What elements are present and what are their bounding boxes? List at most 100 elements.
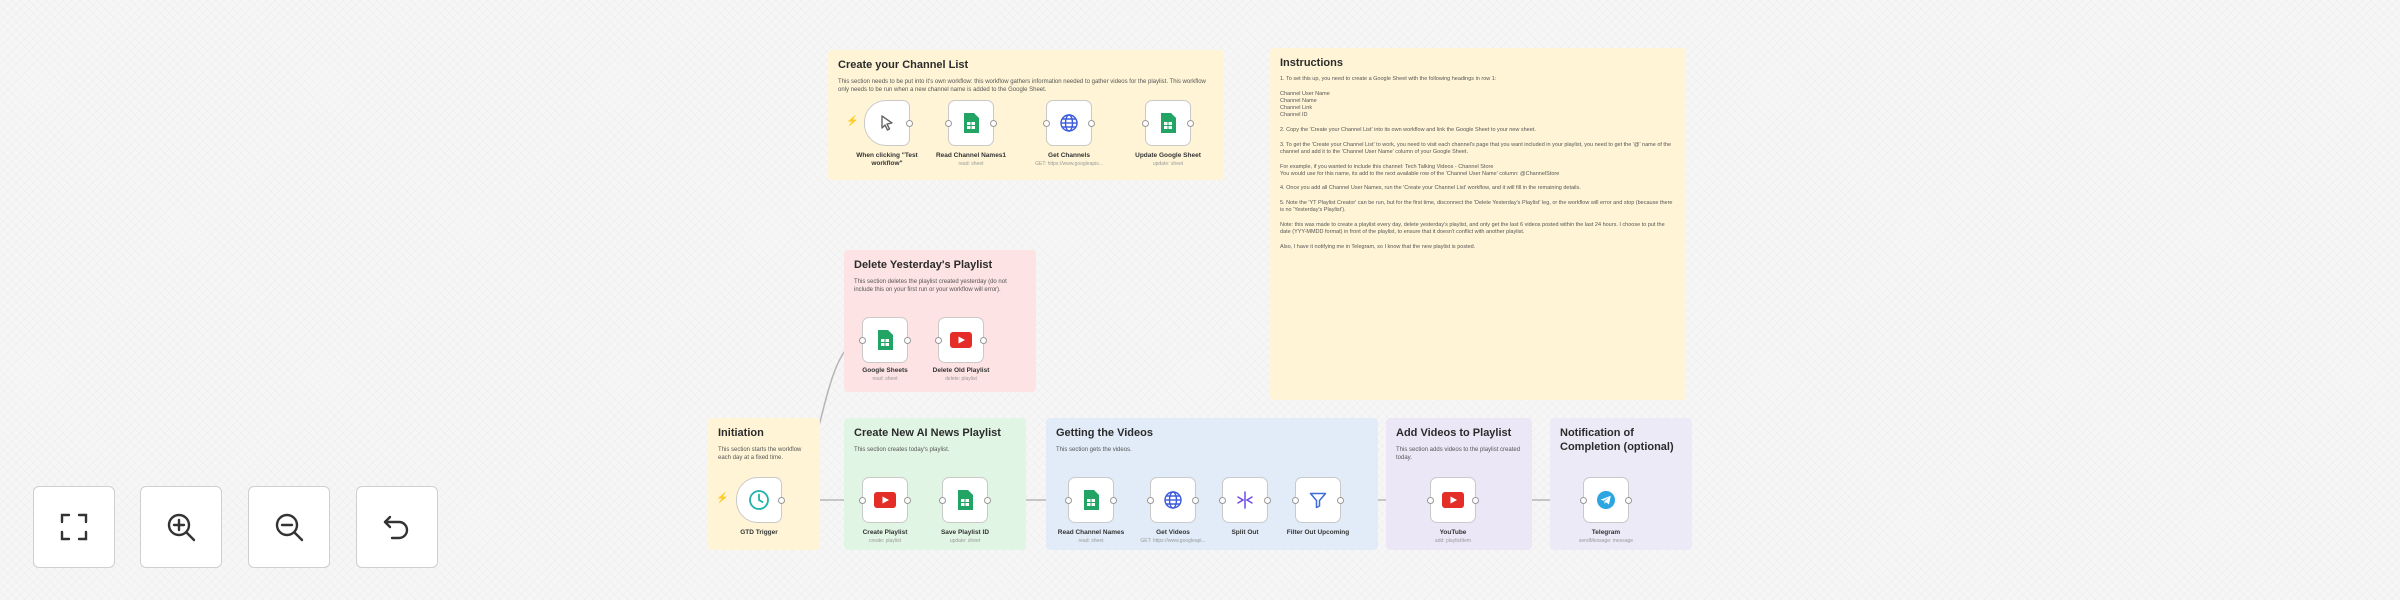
sheets-icon xyxy=(878,330,893,350)
sheets-icon xyxy=(1084,490,1099,510)
undo-button[interactable] xyxy=(356,486,438,568)
output-port[interactable] xyxy=(1264,497,1271,504)
output-port[interactable] xyxy=(984,497,991,504)
filter-icon xyxy=(1309,492,1327,509)
input-port[interactable] xyxy=(1427,497,1434,504)
output-port[interactable] xyxy=(980,337,987,344)
fit-view-button[interactable] xyxy=(33,486,115,568)
node-split-out[interactable] xyxy=(1219,477,1271,523)
node-label: Split Out xyxy=(1231,529,1259,536)
output-port[interactable] xyxy=(1110,497,1117,504)
sticky-body: This section gets the videos. xyxy=(1056,447,1132,453)
output-port[interactable] xyxy=(1472,497,1479,504)
sticky-title: Instructions xyxy=(1280,57,1343,69)
sheets-icon xyxy=(1161,113,1176,133)
input-port[interactable] xyxy=(859,497,866,504)
node-telegram[interactable] xyxy=(1580,477,1632,523)
node-filter-out-upcoming[interactable] xyxy=(1292,477,1344,523)
node-google-sheets[interactable] xyxy=(859,317,911,363)
node-create-playlist[interactable] xyxy=(859,477,911,523)
input-port[interactable] xyxy=(1142,120,1149,127)
sticky-title: Create New AI News Playlist xyxy=(854,427,1001,439)
sticky-title: Delete Yesterday's Playlist xyxy=(854,259,993,271)
node-label: Get Videos xyxy=(1156,529,1190,536)
sticky-title: Notification of Completion (optional) xyxy=(1560,427,1674,453)
node-subtitle: add: playlistItem xyxy=(1434,538,1472,544)
youtube-icon xyxy=(950,332,972,348)
output-port[interactable] xyxy=(1088,120,1095,127)
fit-view-icon xyxy=(60,513,88,541)
node-label: Telegram xyxy=(1591,529,1621,536)
output-port[interactable] xyxy=(904,337,911,344)
sticky-body: This section needs to be put into it's o… xyxy=(838,79,1206,93)
node-read-channel-names[interactable] xyxy=(1065,477,1117,523)
node-subtitle: read: sheet xyxy=(1078,538,1104,544)
zoom-in-button[interactable] xyxy=(140,486,222,568)
node-label: When clicking "Test workflow" xyxy=(856,152,918,167)
output-port[interactable] xyxy=(1337,497,1344,504)
node-get-channels[interactable] xyxy=(1043,100,1095,146)
output-port[interactable] xyxy=(1187,120,1194,127)
node-get-videos[interactable] xyxy=(1147,477,1199,523)
node-subtitle: delete: playlist xyxy=(945,376,977,382)
node-update-google-sheet[interactable] xyxy=(1142,100,1194,146)
output-port[interactable] xyxy=(1192,497,1199,504)
node-label: Read Channel Names1 xyxy=(935,152,1007,159)
sticky-body: This section creates today's playlist. xyxy=(854,447,950,453)
globe-icon xyxy=(1164,491,1182,509)
node-subtitle: create: playlist xyxy=(869,538,901,544)
cursor-icon xyxy=(881,115,893,131)
node-read-channel-names-1[interactable] xyxy=(945,100,997,146)
node-label: YouTube xyxy=(1439,529,1467,536)
node-gtd-trigger[interactable] xyxy=(736,477,785,523)
output-port[interactable] xyxy=(906,120,913,127)
node-manual-trigger[interactable] xyxy=(864,100,913,146)
node-subtitle: update: sheet xyxy=(949,538,981,544)
split-icon xyxy=(1237,491,1253,509)
youtube-icon xyxy=(874,492,896,508)
zoom-in-icon xyxy=(167,513,196,542)
input-port[interactable] xyxy=(1580,497,1587,504)
node-label: Google Sheets xyxy=(862,367,908,374)
node-label: GTD Trigger xyxy=(740,529,778,536)
node-label: Read Channel Names xyxy=(1057,529,1125,536)
sticky-body: This section starts the workflow each da… xyxy=(718,447,802,461)
clock-icon xyxy=(749,490,769,510)
input-port[interactable] xyxy=(935,337,942,344)
sticky-title: Getting the Videos xyxy=(1056,427,1153,439)
zoom-out-button[interactable] xyxy=(248,486,330,568)
input-port[interactable] xyxy=(1292,497,1299,504)
input-port[interactable] xyxy=(939,497,946,504)
output-port[interactable] xyxy=(1625,497,1632,504)
sticky-body: 1. To set this up, you need to create a … xyxy=(1280,76,1673,250)
node-save-playlist-id[interactable] xyxy=(939,477,991,523)
node-label: Filter Out Upcoming xyxy=(1286,529,1350,536)
output-port[interactable] xyxy=(990,120,997,127)
node-label: Update Google Sheet xyxy=(1135,152,1201,159)
output-port[interactable] xyxy=(904,497,911,504)
output-port[interactable] xyxy=(778,497,785,504)
input-port[interactable] xyxy=(1147,497,1154,504)
node-label: Delete Old Playlist xyxy=(932,367,990,374)
sticky-instructions[interactable]: Instructions 1. To set this up, you need… xyxy=(1270,48,1686,400)
input-port[interactable] xyxy=(945,120,952,127)
node-subtitle: read: sheet xyxy=(958,161,984,167)
node-youtube[interactable] xyxy=(1427,477,1479,523)
sticky-body: This section deletes the playlist create… xyxy=(854,279,1007,293)
sheets-icon xyxy=(964,113,979,133)
node-subtitle: GET: https://www.googleapi... xyxy=(1140,538,1206,544)
undo-icon xyxy=(383,515,409,540)
trigger-bolt-icon: ⚡ xyxy=(846,116,859,127)
node-label: Get Channels xyxy=(1048,152,1090,159)
node-subtitle: update: sheet xyxy=(1152,161,1184,167)
input-port[interactable] xyxy=(1043,120,1050,127)
sheets-icon xyxy=(958,490,973,510)
node-subtitle: GET: https://www.googleapis... xyxy=(1035,161,1103,167)
node-label: Save Playlist ID xyxy=(940,529,990,536)
input-port[interactable] xyxy=(1065,497,1072,504)
zoom-out-icon xyxy=(275,513,304,542)
input-port[interactable] xyxy=(859,337,866,344)
input-port[interactable] xyxy=(1219,497,1226,504)
node-delete-old-playlist[interactable] xyxy=(935,317,987,363)
